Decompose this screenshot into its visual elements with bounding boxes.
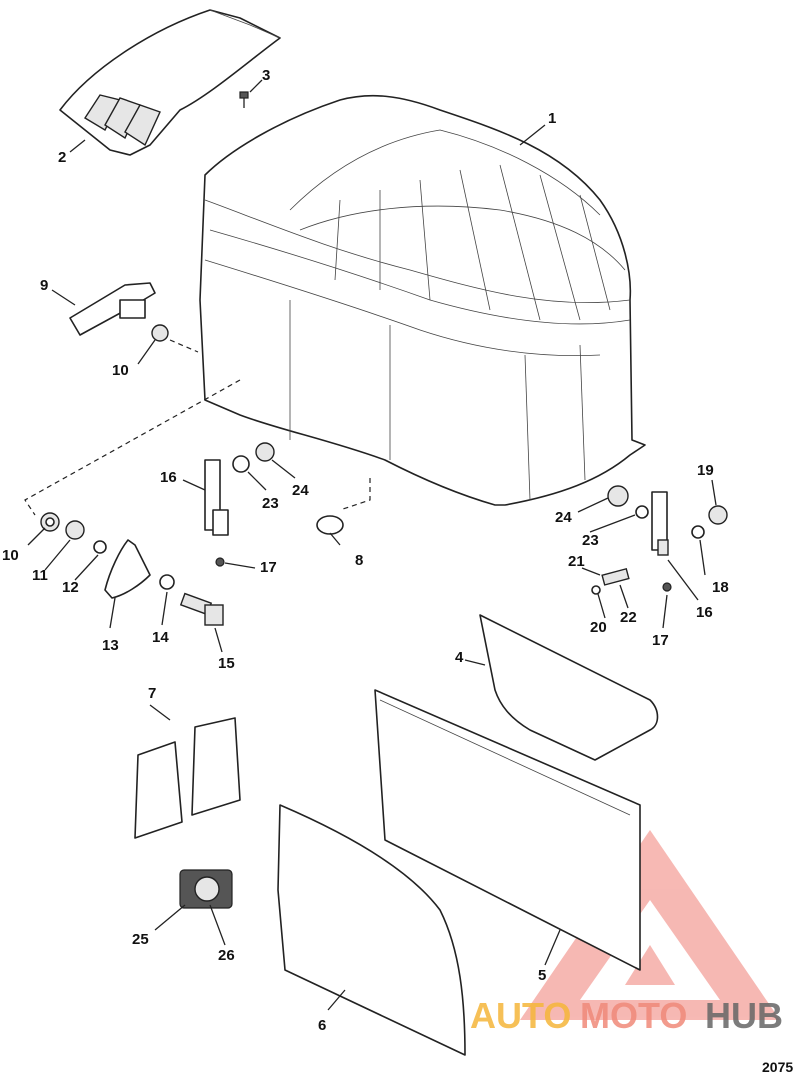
- callout-13: 13: [102, 637, 119, 654]
- callout-15: 15: [218, 655, 235, 672]
- callout-23b: 23: [582, 532, 599, 549]
- screw-part-3: [239, 91, 249, 108]
- callout-24a: 24: [292, 482, 309, 499]
- callout-4: 4: [455, 649, 464, 666]
- callout-5: 5: [538, 967, 546, 984]
- center-bracket-cluster: [204, 442, 275, 567]
- assembly-dashed-lines: [24, 339, 371, 516]
- callout-19: 19: [697, 462, 714, 479]
- document-number: 2075: [762, 1059, 793, 1075]
- watermark-moto: MOTO: [580, 995, 687, 1036]
- callout-24b: 24: [555, 509, 572, 526]
- callout-17a: 17: [260, 559, 277, 576]
- callout-23a: 23: [262, 495, 279, 512]
- callout-7: 7: [148, 685, 156, 702]
- callout-21: 21: [568, 553, 585, 570]
- callout-12: 12: [62, 579, 79, 596]
- watermark-text: AUTO MOTO HUB: [470, 995, 783, 1036]
- callout-16b: 16: [696, 604, 713, 621]
- callout-17b: 17: [652, 632, 669, 649]
- leader-lines: [27, 79, 717, 1011]
- callout-8: 8: [355, 552, 363, 569]
- callout-10a: 10: [112, 362, 129, 379]
- watermark-auto: AUTO: [470, 995, 571, 1036]
- panel-part-5: [374, 689, 641, 971]
- pads-part-7: [134, 717, 241, 839]
- panel-part-6: [277, 804, 466, 1056]
- latch-handle-part: [69, 282, 169, 342]
- top-cowl-part: [199, 94, 646, 506]
- callout-18: 18: [712, 579, 729, 596]
- callout-25: 25: [132, 931, 149, 948]
- callout-10b: 10: [2, 547, 19, 564]
- callout-3: 3: [262, 67, 270, 84]
- callout-11: 11: [32, 567, 48, 584]
- callout-14: 14: [152, 629, 169, 646]
- callout-2: 2: [58, 149, 66, 166]
- watermark-hub: HUB: [705, 995, 783, 1036]
- air-intake-cover-part: [59, 9, 281, 156]
- watermark-logo-triangle: [520, 830, 780, 1020]
- panel-part-4: [479, 614, 659, 761]
- callout-22: 22: [620, 609, 637, 626]
- callout-26: 26: [218, 947, 235, 964]
- decal-part-25-26: [179, 869, 233, 909]
- callout-1: 1: [548, 110, 556, 127]
- callout-20: 20: [590, 619, 607, 636]
- callout-9: 9: [40, 277, 48, 294]
- left-hardware-cluster: [40, 512, 224, 626]
- plug-part-8: [316, 515, 344, 535]
- callout-16a: 16: [160, 469, 177, 486]
- callout-6: 6: [318, 1017, 326, 1034]
- right-hardware-cluster: [591, 485, 728, 595]
